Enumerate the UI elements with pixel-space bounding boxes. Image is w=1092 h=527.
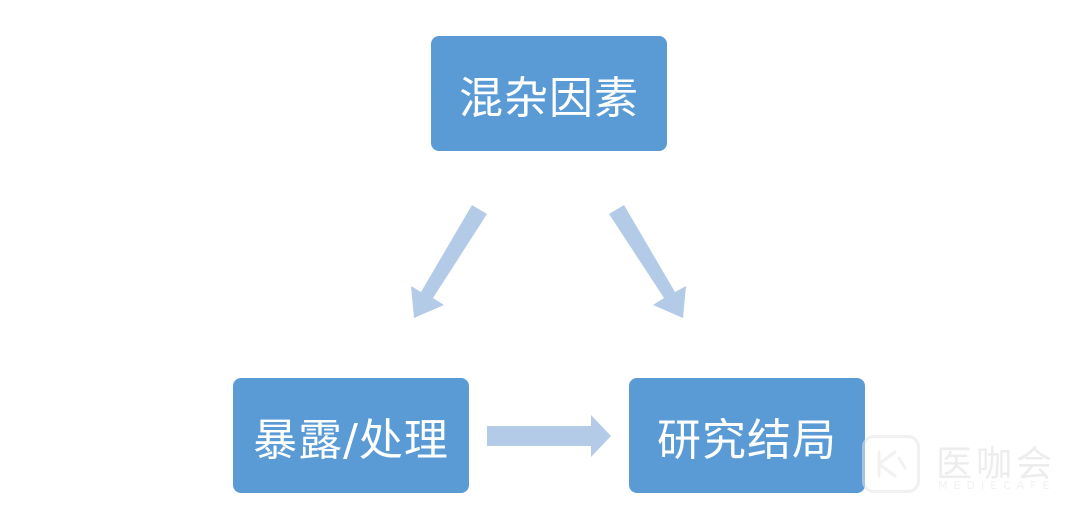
node-outcome: 研究结局 — [629, 378, 865, 493]
node-confounder-label: 混杂因素 — [459, 72, 639, 124]
watermark-logo-icon — [862, 435, 920, 493]
node-outcome-label: 研究结局 — [657, 414, 837, 466]
watermark-brand: 医咖会 — [936, 444, 1057, 485]
arrow-exposure-to-outcome — [487, 415, 611, 457]
node-exposure: 暴露/处理 — [233, 378, 469, 493]
arrow-confounder-to-exposure — [411, 205, 487, 318]
watermark: 医咖会 MEDIECAFE — [862, 433, 1082, 499]
node-exposure-label: 暴露/处理 — [253, 414, 449, 466]
watermark-subtitle: MEDIECAFE — [938, 479, 1056, 492]
node-confounder: 混杂因素 — [431, 36, 667, 151]
arrow-confounder-to-outcome — [609, 205, 686, 318]
